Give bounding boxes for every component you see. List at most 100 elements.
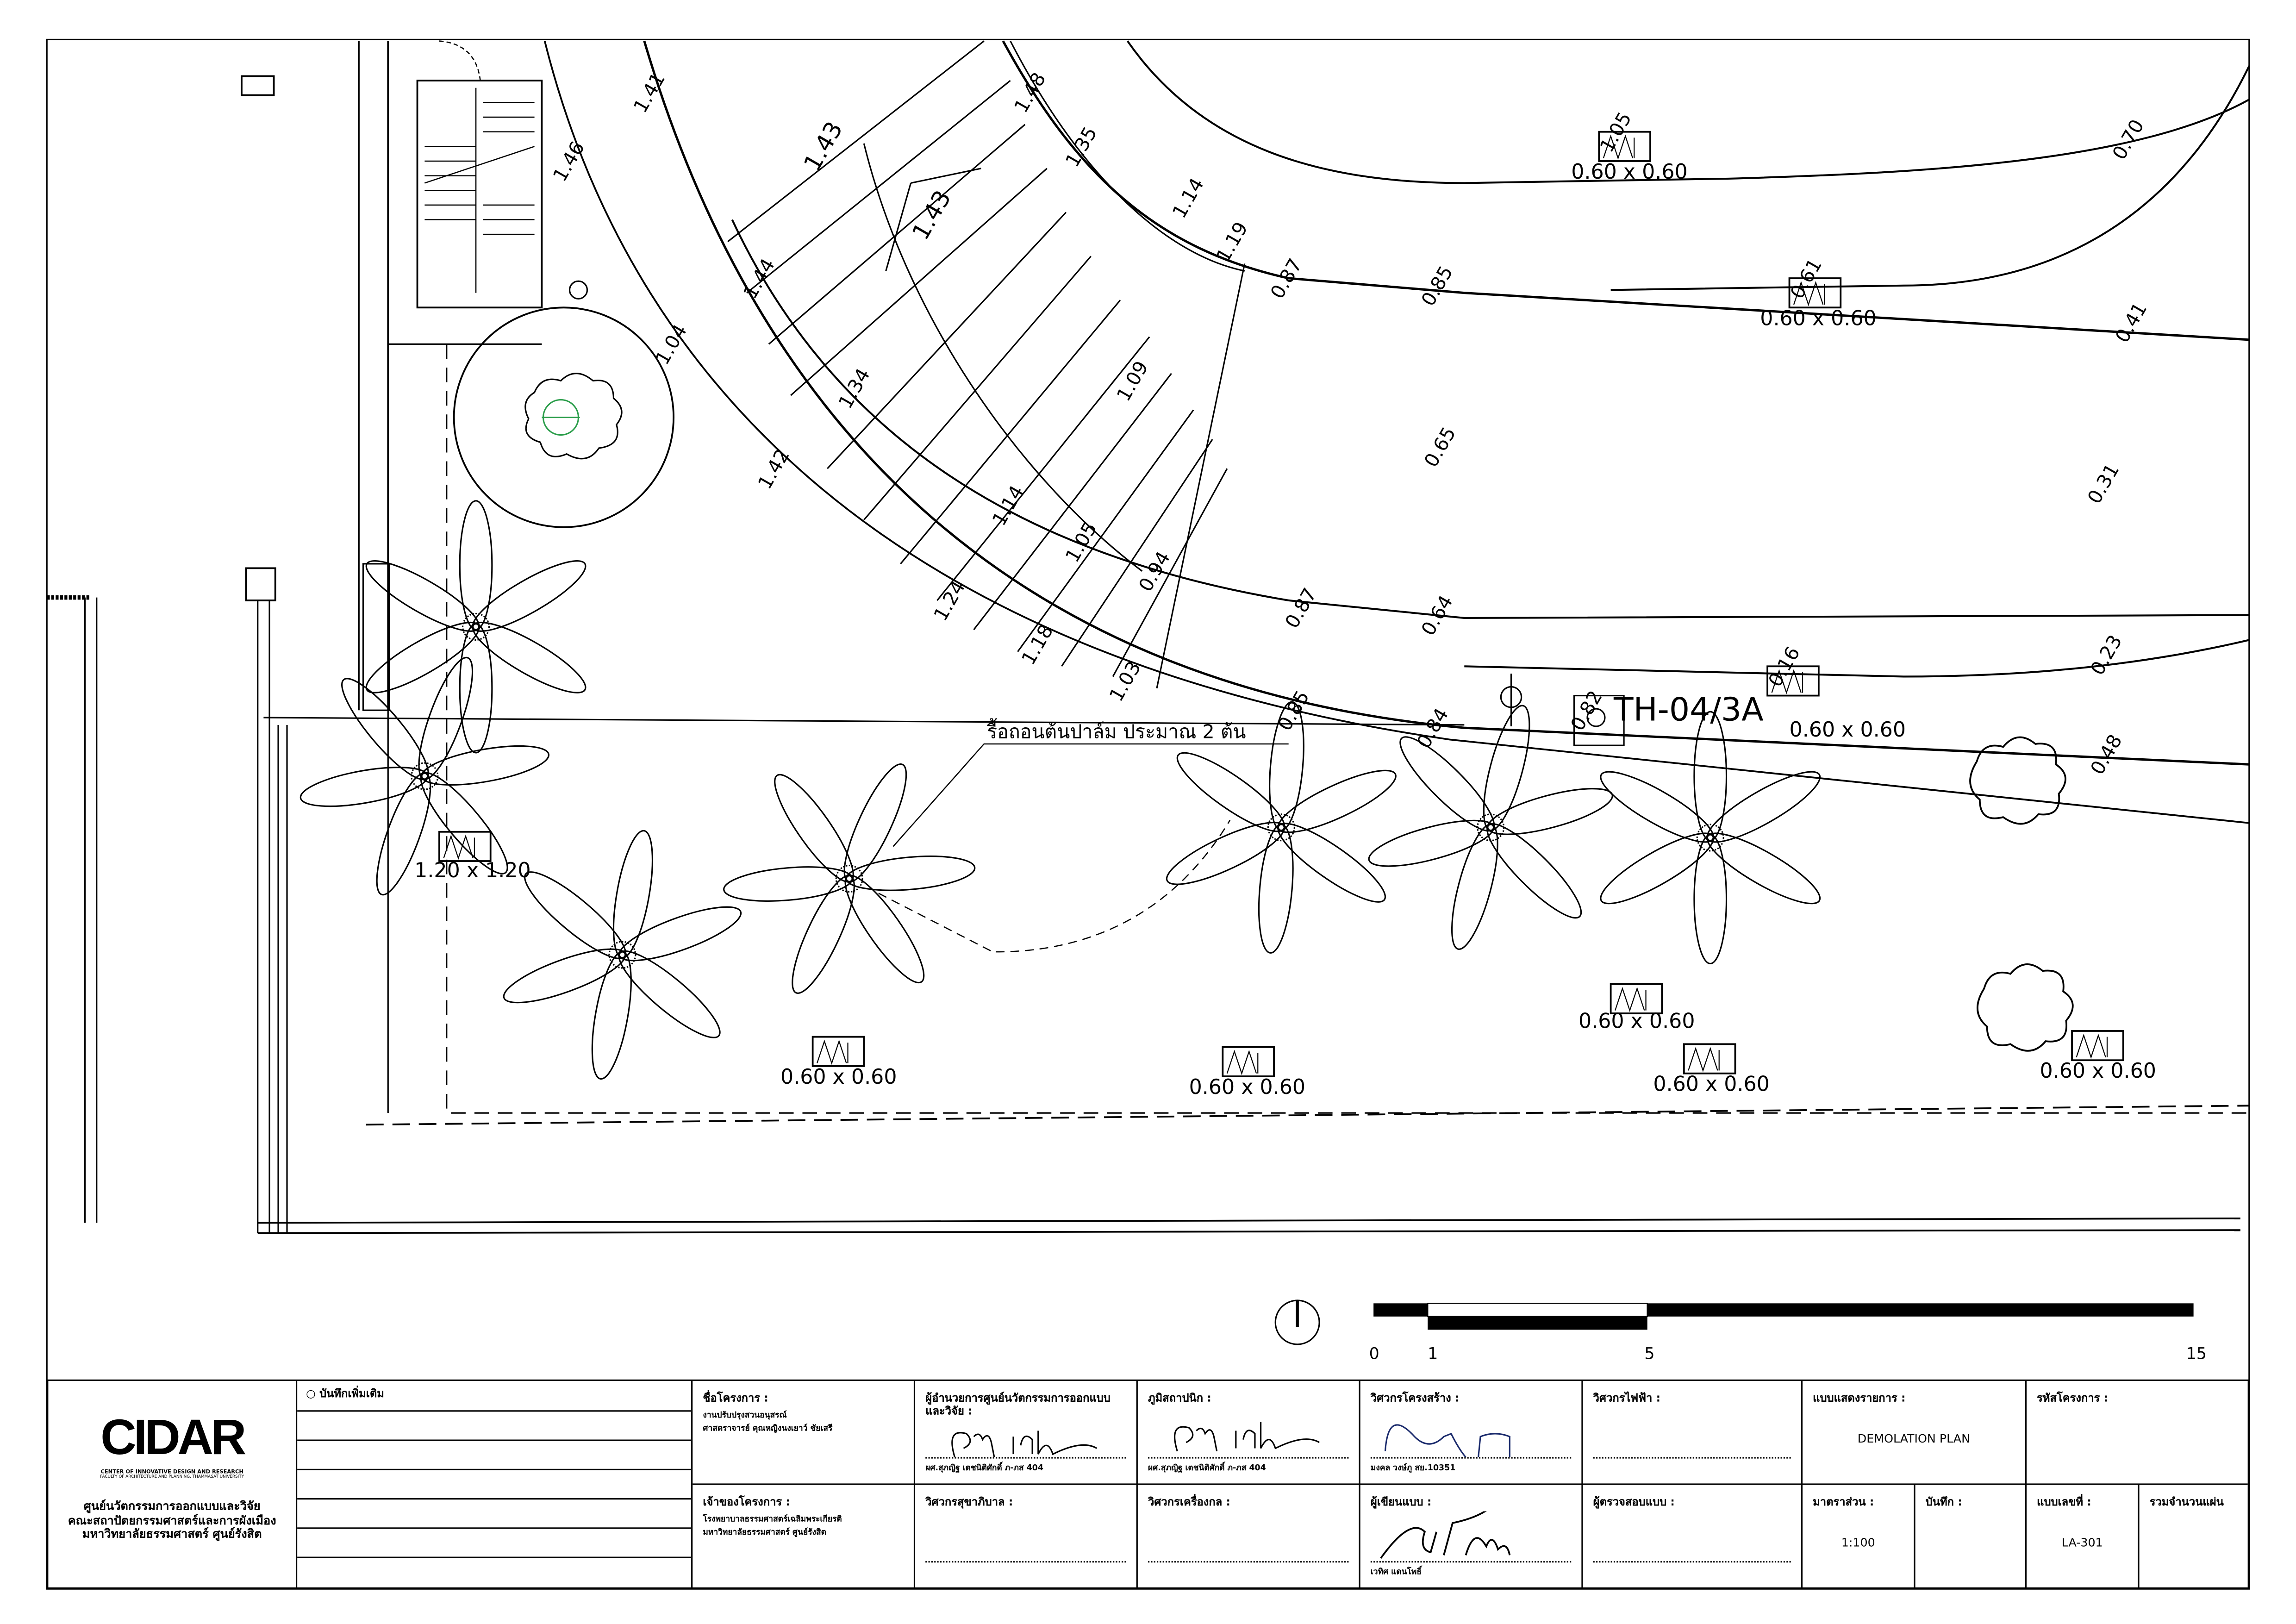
drain-pit — [438, 831, 492, 862]
pit-size-label: 0.60 x 0.60 — [1653, 1073, 1769, 1096]
palm-tree — [723, 763, 976, 994]
project-code-label: รหัสโครงการ : — [2037, 1391, 2109, 1405]
logo-subtitle: CENTER OF INNOVATIVE DESIGN AND RESEARCH — [100, 1468, 243, 1475]
palm-frond — [1600, 771, 1715, 843]
scale-value: 1:100 — [1841, 1536, 1875, 1549]
palm-frond — [612, 830, 653, 959]
landscape-architect-name: ผศ.สุภญิฐ เตชนิติศักดิ์ ภ-ภส 404 — [1148, 1464, 1266, 1474]
project-name-2: ศาสตราจารย์ คุณหญิงนงเยาว์ ชัยเสรี — [703, 1424, 833, 1434]
pit-size-label: 0.60 x 0.60 — [780, 1065, 897, 1089]
palm-frond — [472, 621, 586, 693]
director-name: ผศ.สุภญิฐ เตชนิติศักดิ์ ภ-ภส 404 — [925, 1464, 1043, 1474]
org-name-line3: มหาวิทยาลัยธรรมศาสตร์ ศูนย์รังสิต — [82, 1527, 262, 1540]
elevation-label: 1.14 — [988, 482, 1028, 530]
owner-name-2: มหาวิทยาลัยธรรมศาสตร์ ศูนย์รังสิต — [703, 1529, 826, 1538]
drain-pit — [811, 1036, 865, 1067]
owner-label: เจ้าของโครงการ : — [703, 1495, 790, 1509]
palm-frond — [774, 774, 854, 883]
palm-frond — [1277, 823, 1386, 903]
palm-frond — [1166, 822, 1285, 885]
elevation-label: 1.03 — [1105, 657, 1145, 705]
palm-tree — [1600, 711, 1821, 965]
palm-frond — [1277, 769, 1397, 833]
elevation-label: 1.19 — [1212, 218, 1252, 266]
palm-frond — [792, 874, 855, 994]
sheet-title-label: แบบแสดงรายการ : — [1813, 1391, 1906, 1405]
drain-pit — [1222, 1046, 1275, 1077]
logo-cell: CIDAR CENTER OF INNOVATIVE DESIGN AND RE… — [48, 1380, 298, 1588]
landscape-architect-cell: ภูมิสถาปนิก : ผศ.สุภญิฐ เตชนิติศักดิ์ ภ-… — [1138, 1380, 1360, 1485]
pit-size-label: 1.20 x 1.20 — [414, 859, 530, 882]
drain-pit-symbol — [1615, 987, 1647, 1012]
elevation-label: 1.43 — [907, 186, 956, 244]
drain-pit-symbol — [1603, 134, 1635, 160]
elevation-label: 0.64 — [1417, 592, 1457, 639]
palm-frond — [591, 951, 632, 1080]
palm-tree — [503, 830, 742, 1080]
sanitary-engineer-cell: วิศวกรสุขาภิบาล : — [915, 1485, 1138, 1588]
palm-frond — [723, 866, 853, 902]
palm-frond — [1483, 705, 1530, 831]
shrub — [1977, 963, 2074, 1052]
palm-trunk — [835, 864, 863, 893]
site-linework — [47, 40, 2250, 1234]
survey-marker — [568, 280, 588, 300]
palm-tree — [1166, 701, 1397, 954]
palm-frond — [1693, 711, 1728, 842]
sheet-title: DEMOLATION PLAN — [1857, 1432, 1971, 1446]
pit-size-labels: 0.60 x 0.60 0.60 x 0.60 0.60 x 0.60 0.60… — [414, 160, 2156, 1099]
palm-frond — [1706, 832, 1821, 905]
palm-frond — [845, 856, 976, 891]
palm-frond — [459, 623, 493, 754]
structural-engineer-name: มงคล วงษ์ภู สย.10351 — [1370, 1464, 1456, 1474]
elevation-label: 0.87 — [1281, 584, 1321, 632]
palm-frond — [341, 678, 429, 781]
north-arrow — [1274, 1299, 1320, 1345]
palm-tree — [299, 656, 549, 896]
drain-pit — [1766, 665, 1820, 697]
sanitary-engineer-label: วิศวกรสุขาภิบาล : — [925, 1495, 1013, 1509]
org-name-line1: ศูนย์นวัตกรรมการออกแบบและวิจัย — [83, 1500, 261, 1513]
palm-frond — [524, 871, 627, 960]
memo-cell: บันทึก : — [1915, 1485, 2027, 1588]
pit-size-label: 0.60 x 0.60 — [1790, 718, 1906, 742]
pit-size-label: 0.60 x 0.60 — [1571, 160, 1687, 184]
total-sheets-cell: รวมจำนวนแผ่น — [2140, 1485, 2248, 1587]
director-signature — [951, 1430, 1098, 1457]
palm-trees — [299, 500, 1821, 1080]
director-cell: ผู้อำนวยการศูนย์นวัตกรรมการออกแบบและวิจั… — [915, 1380, 1138, 1485]
pit-size-label: 0.60 x 0.60 — [1760, 306, 1876, 330]
pit-size-label: 0.60 x 0.60 — [1578, 1010, 1695, 1033]
palm-frond — [1487, 788, 1613, 835]
palm-frond — [1706, 771, 1821, 843]
project-name: งานปรับปรุงสวนอนุสรณ์ — [703, 1411, 787, 1420]
scale-bar-label: 1 — [1428, 1345, 1438, 1363]
demolition-annotation: รื้อถอนต้นปาล์ม ประมาณ 2 ต้น — [986, 718, 1246, 743]
palm-frond — [1258, 824, 1294, 954]
elevation-label: 0.65 — [1420, 423, 1460, 471]
elevation-label: 1.05 — [1061, 518, 1101, 566]
palm-frond — [1399, 736, 1495, 832]
scale-bar-label: 0 — [1369, 1345, 1379, 1363]
drafter-name: เวทิศ แดนโพธิ์ — [1370, 1568, 1422, 1577]
project-cell: ชื่อโครงการ : งานปรับปรุงสวนอนุสรณ์ ศาสต… — [693, 1380, 916, 1485]
checker-cell: ผู้ตรวจสอบแบบ : — [1583, 1485, 1803, 1588]
existing-tree-canopy — [453, 306, 675, 528]
drain-pit — [1788, 277, 1842, 309]
landscape-architect-label: ภูมิสถาปนิก : — [1148, 1391, 1211, 1405]
stair-treads — [424, 40, 535, 293]
elevation-label: 1.42 — [754, 445, 794, 493]
stair-block — [416, 80, 543, 309]
palm-frond — [843, 763, 907, 883]
palm-frond — [421, 745, 549, 786]
annotation-leader — [892, 743, 985, 847]
sheet-border — [46, 38, 2250, 1590]
drain-pit-symbol — [1688, 1047, 1720, 1072]
palm-frond — [365, 560, 480, 632]
scale-bar-label: 15 — [2186, 1345, 2207, 1363]
memo-label: บันทึก : — [1925, 1495, 1962, 1509]
tag-box — [1573, 694, 1625, 746]
drain-pits — [438, 131, 2124, 1077]
elevation-label: 0.85 — [1273, 687, 1314, 734]
project-code-cell: รหัสโครงการ : — [2027, 1381, 2248, 1485]
